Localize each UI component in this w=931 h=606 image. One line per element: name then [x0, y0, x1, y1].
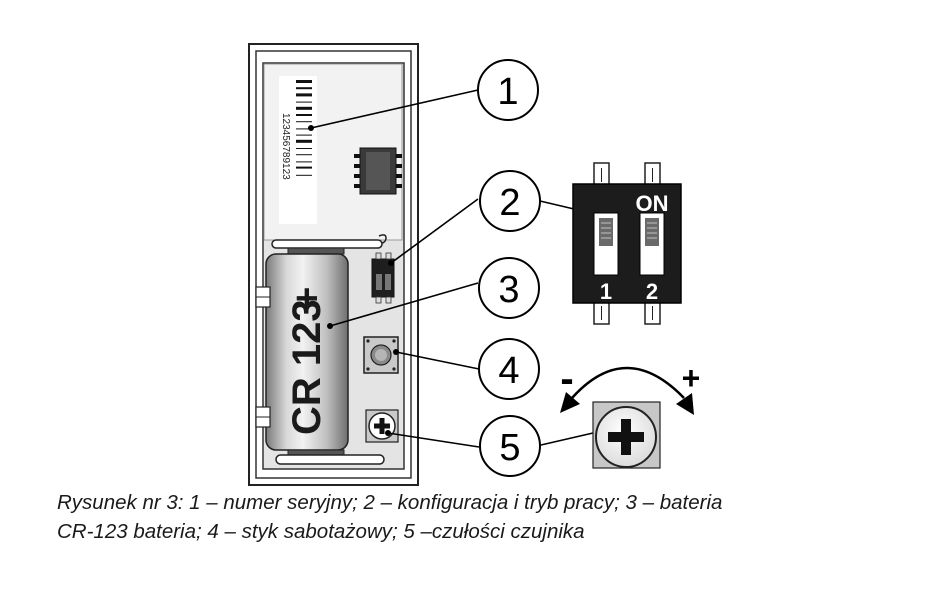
barcode-bar: [296, 148, 312, 149]
barcode-bar: [296, 87, 312, 90]
pot-minus-label: -: [560, 357, 573, 401]
barcode-bar: [296, 134, 312, 136]
callout-3-label: 3: [498, 269, 519, 311]
leader-lines: [310, 89, 607, 448]
tamper-switch: [363, 336, 399, 374]
callout-5-label: 5: [499, 427, 520, 469]
barcode-bar: [296, 80, 312, 83]
potentiometer-detail: - +: [560, 357, 701, 469]
barcode-bar: [296, 174, 312, 176]
board-potentiometer: [365, 409, 399, 443]
ic-chip: [354, 147, 402, 195]
callout-4: 4: [478, 338, 540, 400]
barcode-bar: [296, 154, 312, 156]
callout-1: 1: [477, 59, 539, 121]
pot-plus-label: +: [682, 360, 701, 396]
arrow-right-icon: [676, 393, 694, 415]
callout-2-label: 2: [499, 182, 520, 224]
callout-5: 5: [479, 415, 541, 477]
dip-on-label: ON: [636, 191, 669, 216]
battery-plus-sign: +: [285, 287, 329, 310]
barcode-bar: [296, 166, 312, 169]
barcode-bars: [296, 80, 312, 176]
barcode-bar: [296, 128, 312, 130]
barcode-bar: [296, 114, 312, 116]
dip-switch-2-lever: [645, 218, 659, 246]
callout-2: 2: [479, 170, 541, 232]
dip-switch-detail: ON 1 2: [572, 162, 682, 325]
arrow-left-icon: [560, 392, 580, 413]
caption-line-2: CR-123 bateria; 4 – styk sabotażowy; 5 –…: [57, 520, 585, 543]
battery: CR 123 +: [255, 253, 349, 451]
callout-4-label: 4: [498, 350, 519, 392]
dip-switch-1-label: 1: [600, 279, 612, 304]
battery-clip-top: [271, 234, 387, 255]
barcode-bar: [296, 139, 312, 143]
battery-clip-bottom: [275, 449, 385, 465]
barcode-bar: [296, 161, 312, 163]
barcode-bar: [296, 93, 312, 97]
barcode-number: 123456789123: [280, 113, 291, 180]
caption-line-1: Rysunek nr 3: 1 – numer seryjny; 2 – kon…: [57, 491, 723, 514]
dip-switch-1-lever: [599, 218, 613, 246]
board-dip-switch: [371, 252, 395, 304]
rotation-arc: [571, 366, 685, 399]
callout-3: 3: [478, 257, 540, 319]
callout-1-label: 1: [497, 71, 518, 113]
battery-label: CR 123: [285, 299, 329, 435]
barcode-bar: [296, 106, 312, 110]
barcode-label: 123456789123: [279, 76, 317, 224]
barcode-bar: [296, 101, 312, 103]
barcode-bar: [296, 121, 312, 123]
figure-caption: Rysunek nr 3: 1 – numer seryjny; 2 – kon…: [57, 488, 917, 546]
dip-switch-2-label: 2: [646, 279, 658, 304]
